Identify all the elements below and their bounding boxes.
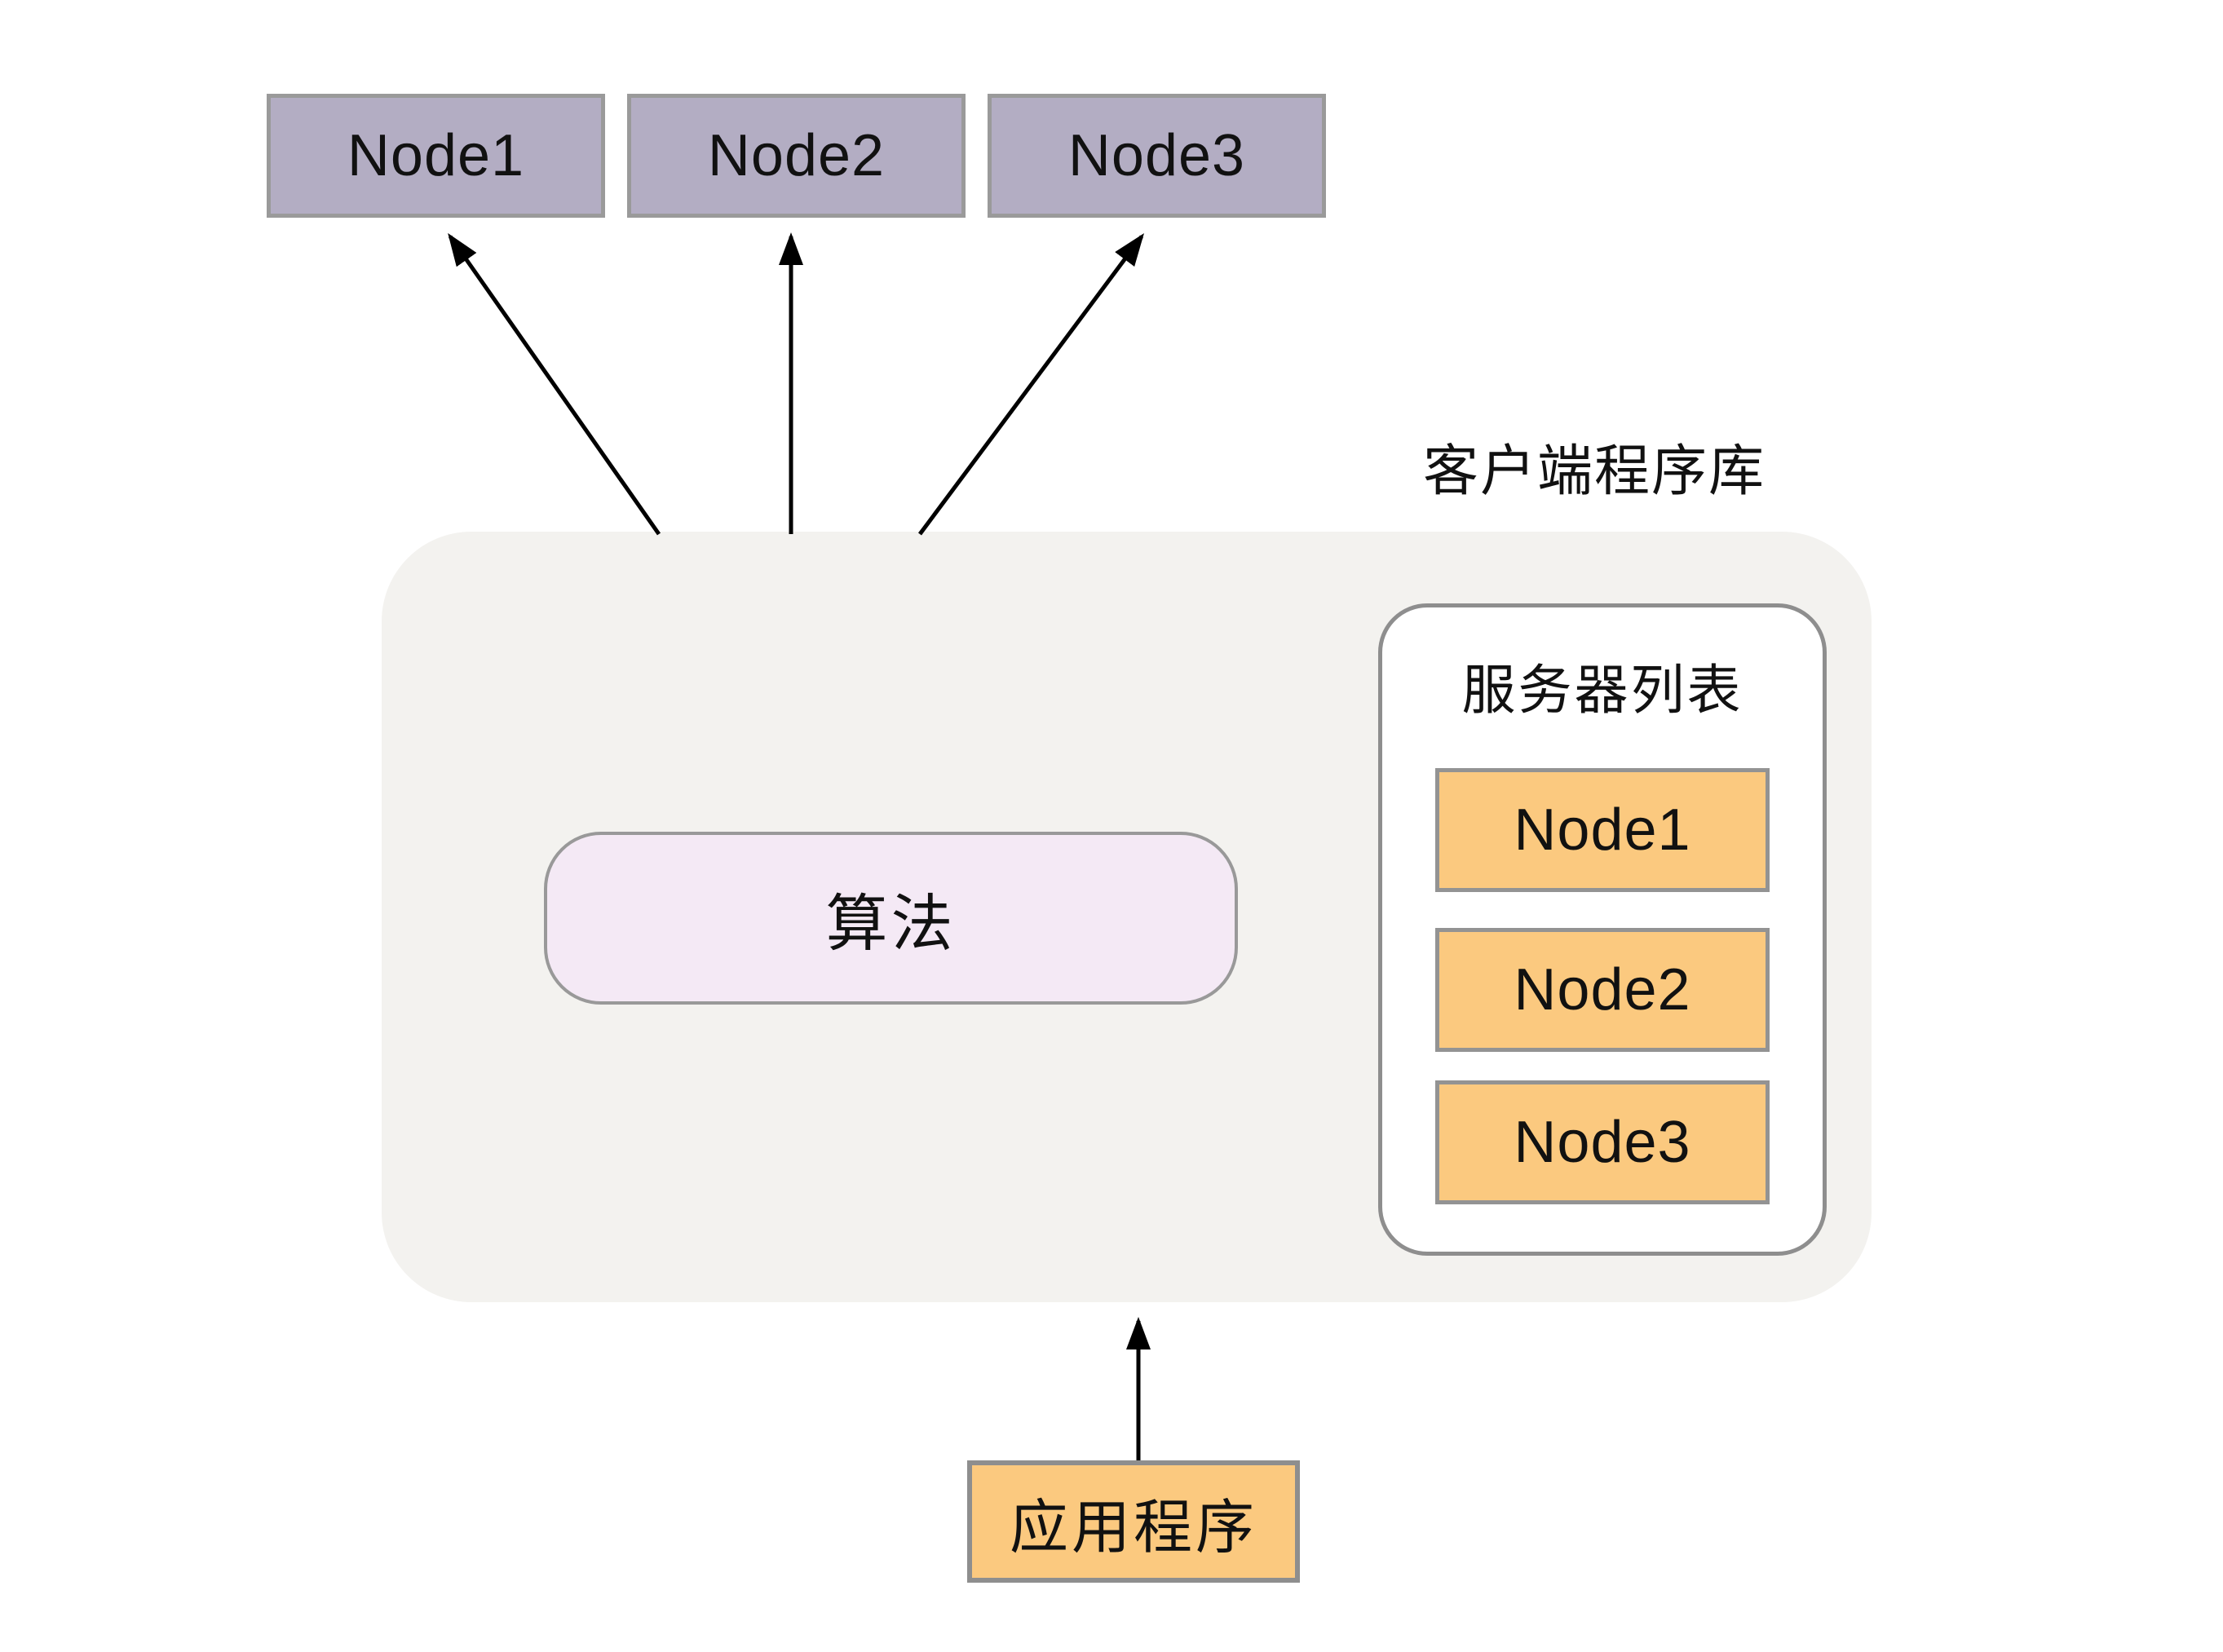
- arrow-to-node1: [448, 232, 661, 536]
- server-list-title: 服务器列表: [1461, 660, 1743, 720]
- server-list-node1-label: Node1: [1514, 797, 1691, 863]
- server-list-node2-box: Node2: [1435, 928, 1770, 1052]
- algorithm-pill: 算法: [544, 832, 1238, 1005]
- client-library-label: 客户端程序库: [1423, 440, 1766, 502]
- server-list-node3-label: Node3: [1514, 1110, 1691, 1175]
- application-label: 应用程序: [1009, 1495, 1257, 1561]
- arrow-to-node3: [917, 232, 1144, 536]
- node3-label: Node3: [1067, 123, 1246, 188]
- server-list-node2-label: Node2: [1514, 957, 1691, 1023]
- server-list-node1-box: Node1: [1435, 768, 1770, 892]
- node1-label: Node1: [347, 123, 525, 188]
- server-list-box: 服务器列表 Node1 Node2 Node3: [1378, 603, 1827, 1256]
- node2-box: Node2: [627, 94, 966, 218]
- algorithm-label: 算法: [825, 890, 957, 959]
- server-list-node3-box: Node3: [1435, 1080, 1770, 1204]
- node3-box: Node3: [988, 94, 1326, 218]
- node1-box: Node1: [267, 94, 605, 218]
- application-box: 应用程序: [967, 1460, 1300, 1583]
- node2-label: Node2: [707, 123, 886, 188]
